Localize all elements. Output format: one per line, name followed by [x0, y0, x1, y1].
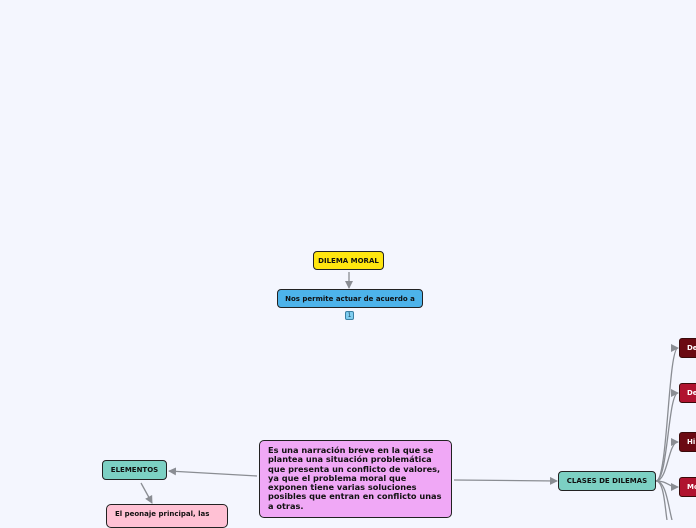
topic-elementos[interactable]: ELEMENTOS: [102, 460, 167, 480]
topic-dilema-moral[interactable]: DILEMA MORAL: [313, 251, 384, 270]
connector-clases-leaf-1: [655, 389, 679, 482]
connector-clases-offscreen-2: [655, 480, 668, 520]
topic-clases-de-dilemas[interactable]: CLASES DE DILEMAS: [558, 471, 656, 491]
topic-nos-permite-actuar[interactable]: Nos permite actuar de acuerdo a: [277, 289, 423, 308]
topic-clase-dilema[interactable]: De: [679, 338, 696, 358]
connector-clases-leaf-2: [655, 438, 679, 482]
topic-clase-dilema[interactable]: Mo: [679, 477, 696, 497]
topic-definicion[interactable]: Es una narración breve en la que se plan…: [259, 440, 452, 518]
connector-clases-leaf-0: [655, 344, 679, 482]
collapsed-children-badge[interactable]: 1: [345, 311, 354, 320]
connector-elementos-peonaje: [140, 482, 153, 504]
topic-clase-dilema[interactable]: Hi: [679, 432, 696, 452]
connector-main-elementos: [168, 467, 258, 477]
topic-peonaje-principal[interactable]: El peonaje principal, las: [106, 504, 228, 528]
connector-main-clases: [453, 476, 558, 485]
topic-clase-dilema[interactable]: De: [679, 383, 696, 403]
